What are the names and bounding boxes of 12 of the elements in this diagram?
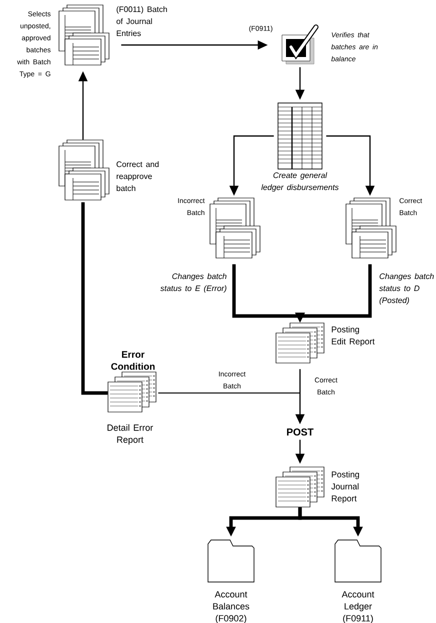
note-text: Changes batch status to E (Error) — [160, 273, 226, 293]
icon-caption: Account Ledger (F0911) — [342, 591, 374, 623]
icon-caption: Detail Error Report — [108, 424, 154, 445]
note-text: Changes batch status to D (Posted) — [379, 273, 434, 305]
icon-caption: Posting Journal Report — [331, 471, 360, 504]
icon-caption: Account Balances (F0902) — [213, 591, 250, 623]
icon-caption: Posting Edit Report — [332, 326, 375, 346]
step-label: POST — [287, 428, 314, 436]
icon-caption: Error Condition — [111, 351, 155, 370]
icon-caption: Create general ledger disbursements — [261, 172, 339, 192]
icon-caption: (F0011) Batch of Journal Entries — [116, 6, 167, 36]
icon-caption: Correct and reapprove batch — [116, 161, 159, 192]
